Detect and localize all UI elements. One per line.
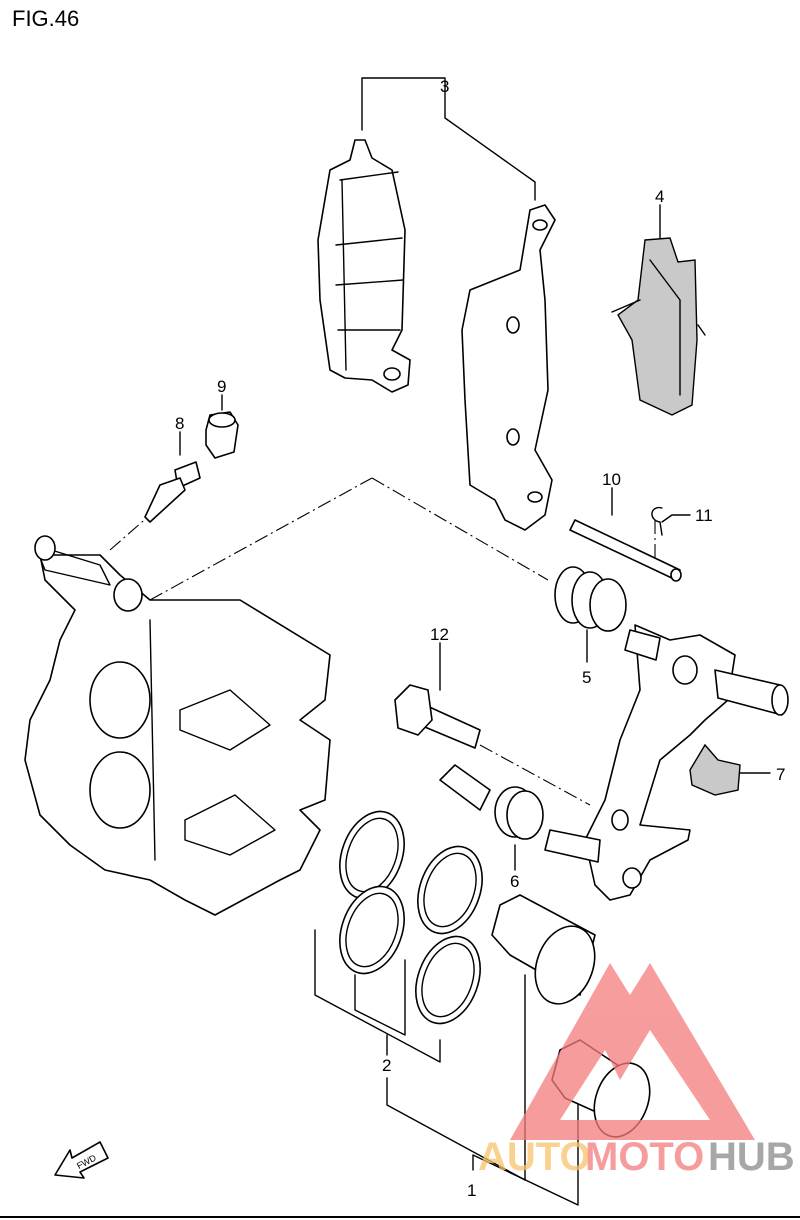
callout-1: 1: [467, 1181, 476, 1200]
callout-9: 9: [217, 377, 226, 396]
figure-title: FIG.46: [12, 6, 79, 31]
bleeder-cap[interactable]: [205, 411, 239, 459]
assembly-line: [109, 514, 151, 551]
watermark-auto: AUTO: [478, 1135, 591, 1179]
slide-pin[interactable]: [439, 764, 544, 840]
mounting-bolt[interactable]: [394, 684, 481, 749]
fwd-arrow-icon: FWD: [54, 1141, 109, 1179]
pad-pin[interactable]: [569, 519, 682, 582]
watermark-logo: AUTO MOTO HUB: [478, 963, 795, 1179]
watermark-moto: MOTO: [585, 1135, 704, 1179]
pin-clip[interactable]: [651, 506, 663, 536]
bleeder-screw[interactable]: [144, 461, 201, 523]
callout-5: 5: [582, 668, 591, 687]
callout-10: 10: [602, 470, 621, 489]
slide-pin-boot[interactable]: [554, 566, 627, 632]
caliper-body[interactable]: [24, 535, 331, 916]
leader-lines: [179, 77, 771, 1206]
callout-12: 12: [430, 625, 449, 644]
assembly-line: [149, 477, 373, 601]
callout-7: 7: [776, 765, 785, 784]
assembly-line: [371, 477, 549, 581]
pad-shim[interactable]: [611, 237, 706, 416]
callout-4: 4: [655, 187, 664, 206]
callout-6: 6: [510, 872, 519, 891]
pad-spring-clip[interactable]: [689, 743, 741, 796]
callout-3: 3: [440, 77, 449, 96]
brake-pad-back[interactable]: [461, 204, 556, 531]
pistons[interactable]: [491, 894, 659, 1145]
caliper-bracket[interactable]: [544, 624, 789, 901]
watermark-hub: HUB: [708, 1135, 795, 1179]
piston-seals[interactable]: [328, 802, 493, 1032]
brake-pad-front[interactable]: [317, 139, 411, 393]
callout-2: 2: [382, 1056, 391, 1075]
callout-8: 8: [175, 414, 184, 433]
callout-11: 11: [695, 506, 713, 525]
assembly-line: [479, 744, 591, 806]
